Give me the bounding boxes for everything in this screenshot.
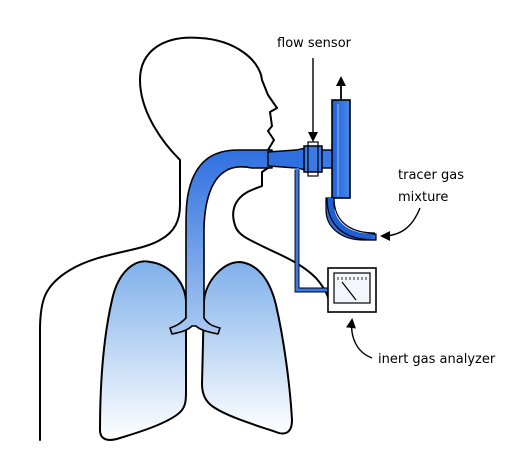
inert-gas-analyzer-label: inert gas analyzer [378, 352, 496, 367]
tracer-gas-tube-outline-a [326, 197, 376, 241]
analyzer-display [333, 272, 371, 304]
vertical-tube [331, 99, 351, 199]
flow-sensor-ridge [307, 141, 319, 177]
airway-trachea [169, 149, 273, 335]
flow-sensor-label: flow sensor [277, 36, 351, 51]
sampling-line [295, 168, 328, 292]
tracer-gas-tube-outline-b [333, 197, 376, 234]
tracer-gas-label-line1: tracer gas [398, 168, 465, 183]
mouthpiece [267, 147, 307, 171]
analyzer-scale-ticks [337, 277, 367, 280]
sampling-line-outline [294, 170, 328, 293]
flow-sensor-block [303, 145, 323, 173]
tracer-gas-pointer [380, 207, 421, 241]
person-outline [39, 36, 331, 441]
left-lung [99, 260, 187, 441]
tracer-gas-tube-body [327, 197, 373, 240]
analyzer-pointer [346, 318, 373, 359]
right-lung [201, 261, 293, 435]
analyzer-needle [341, 281, 357, 301]
tracer-gas-label-line2: mixture [398, 190, 449, 205]
